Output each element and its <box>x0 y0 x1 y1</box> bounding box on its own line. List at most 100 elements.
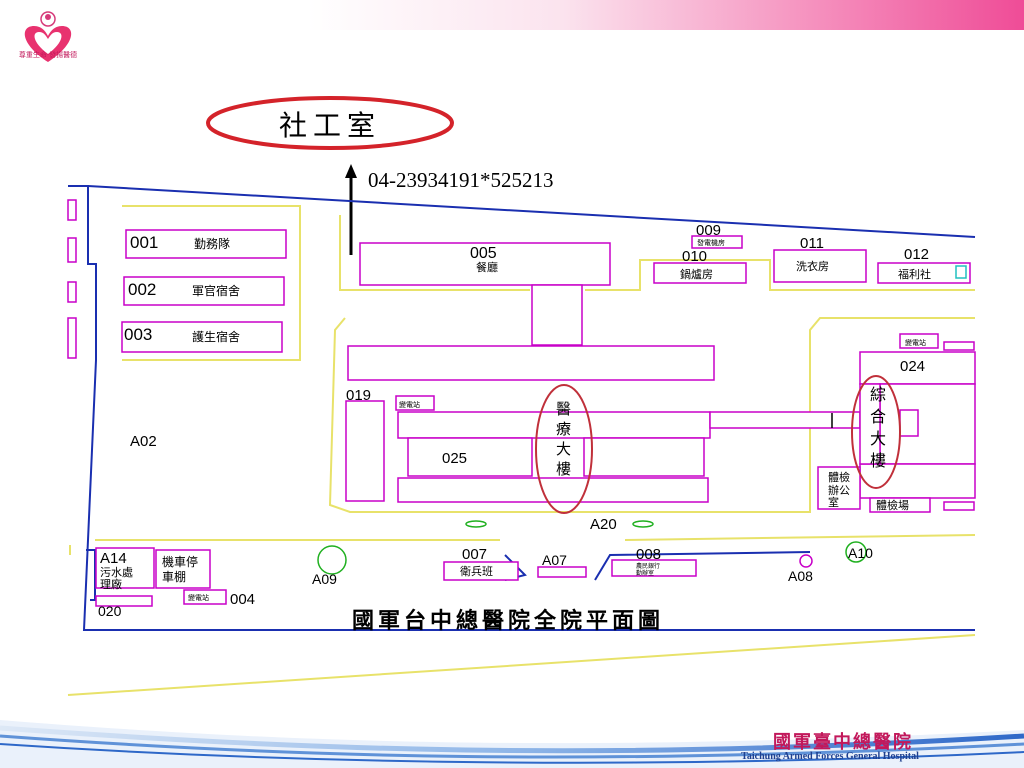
label-exam-office-3: 室 <box>828 495 839 509</box>
label-a14-name-2: 理廠 <box>100 577 122 591</box>
label-010-name: 鍋爐房 <box>680 267 713 281</box>
label-003-code: 003 <box>124 325 152 344</box>
label-exam-office-2: 辦公 <box>828 483 850 497</box>
substation-024-b <box>943 341 975 351</box>
label-020-code: 020 <box>98 603 122 619</box>
label-exam-office-1: 體檢 <box>828 470 850 484</box>
hospital-name-en: Taichung Armed Forces General Hospital <box>741 751 919 762</box>
label-019-code: 019 <box>346 387 371 404</box>
label-medical-4: 樓 <box>556 461 571 478</box>
substation-004 <box>183 589 227 605</box>
label-007-code: 007 <box>462 546 487 563</box>
label-a10: A10 <box>848 545 873 561</box>
label-005-code: 005 <box>470 245 497 262</box>
building-025 <box>407 437 533 477</box>
label-007-name: 衛兵班 <box>460 565 493 578</box>
label-general-3: 大 <box>870 430 886 448</box>
building-003 <box>121 321 283 353</box>
building-020 <box>95 595 153 607</box>
label-002-code: 002 <box>128 280 156 299</box>
general-connector <box>899 409 919 437</box>
medical-building-highlight <box>535 384 593 514</box>
medical-right-wing <box>583 437 705 477</box>
label-exam-field: 體檢場 <box>876 498 909 512</box>
building-002 <box>123 276 285 306</box>
label-general-4: 樓 <box>870 452 886 470</box>
location-arrow-head <box>345 164 357 178</box>
building-019 <box>345 400 385 502</box>
label-a08: A08 <box>788 568 813 584</box>
building-010 <box>653 262 747 284</box>
substation-024 <box>899 333 939 349</box>
a20-marker-left <box>465 520 487 528</box>
footer-wave <box>0 720 1024 768</box>
logo-caption: 尊重生命·發揚醫德 <box>18 51 78 59</box>
label-011-code: 011 <box>800 235 824 252</box>
motorcycle-shed <box>155 549 211 589</box>
label-substation-004: 變電站 <box>188 593 209 602</box>
medical-corridor <box>531 284 583 346</box>
building-001 <box>125 229 287 259</box>
label-a14-code: A14 <box>100 550 127 567</box>
map-caption: 國軍台中總醫院全院平面圖 <box>352 608 664 634</box>
label-011-name: 洗衣房 <box>796 259 829 273</box>
general-west-wing <box>859 383 881 465</box>
label-008-code: 008 <box>636 546 661 563</box>
general-building-highlight <box>851 375 901 489</box>
label-003-name: 護生宿舍 <box>192 329 240 344</box>
slide-title: 社工室 <box>278 109 381 142</box>
building-005 <box>359 242 611 286</box>
top-gradient-band <box>0 0 1024 30</box>
building-011 <box>773 249 867 283</box>
label-012-name: 福利社 <box>898 267 931 281</box>
exam-field <box>869 497 931 513</box>
building-a07 <box>537 566 587 578</box>
label-moto-1: 機車停 <box>162 554 198 569</box>
label-008-name-1: 農民銀行 <box>636 562 660 570</box>
label-009-code: 009 <box>696 222 721 239</box>
building-a14 <box>95 547 155 589</box>
label-medical-1: 醫 <box>556 401 571 418</box>
label-a07: A07 <box>542 552 567 568</box>
medical-top-wing <box>347 345 715 381</box>
building-024 <box>859 351 976 385</box>
building-009 <box>691 235 743 249</box>
medical-mid-wing <box>397 411 711 439</box>
building-007 <box>443 561 519 581</box>
medical-bottom-wing <box>397 477 709 503</box>
title-oval <box>206 96 454 150</box>
buildings <box>95 229 976 607</box>
label-a09: A09 <box>312 571 337 587</box>
label-medical-3: 大 <box>556 441 571 458</box>
phone-number: 04-23934191*525213 <box>368 168 554 192</box>
label-001-name: 勤務隊 <box>194 236 230 251</box>
bridge <box>709 411 861 429</box>
label-moto-2: 車棚 <box>162 569 186 584</box>
label-a20: A20 <box>590 516 617 533</box>
building-008 <box>611 559 697 577</box>
label-005-name: 餐廳 <box>476 260 498 274</box>
a20-marker-right <box>632 520 654 528</box>
roads <box>67 205 976 696</box>
label-004-code: 004 <box>230 591 255 608</box>
building-012-kiosk <box>955 265 967 279</box>
a09-marker <box>317 545 347 575</box>
label-024-code: 024 <box>900 358 925 375</box>
a10-marker <box>845 541 867 563</box>
exam-field-side <box>943 501 975 511</box>
label-substation-019: 變電站 <box>399 400 420 409</box>
label-009-name: 發電機房 <box>697 238 725 247</box>
building-012 <box>877 262 971 284</box>
label-001-code: 001 <box>130 233 158 252</box>
substation-019 <box>395 395 435 411</box>
label-a14-name-1: 污水處 <box>100 565 133 579</box>
label-medical-2: 療 <box>556 421 571 438</box>
a08-marker <box>799 554 813 568</box>
label-general-2: 合 <box>870 408 886 426</box>
hospital-name-cn: 國軍臺中總醫院 <box>773 732 913 753</box>
campus-boundary <box>68 185 976 631</box>
exam-office <box>817 466 861 510</box>
label-a02: A02 <box>130 433 157 450</box>
label-012-code: 012 <box>904 246 929 263</box>
